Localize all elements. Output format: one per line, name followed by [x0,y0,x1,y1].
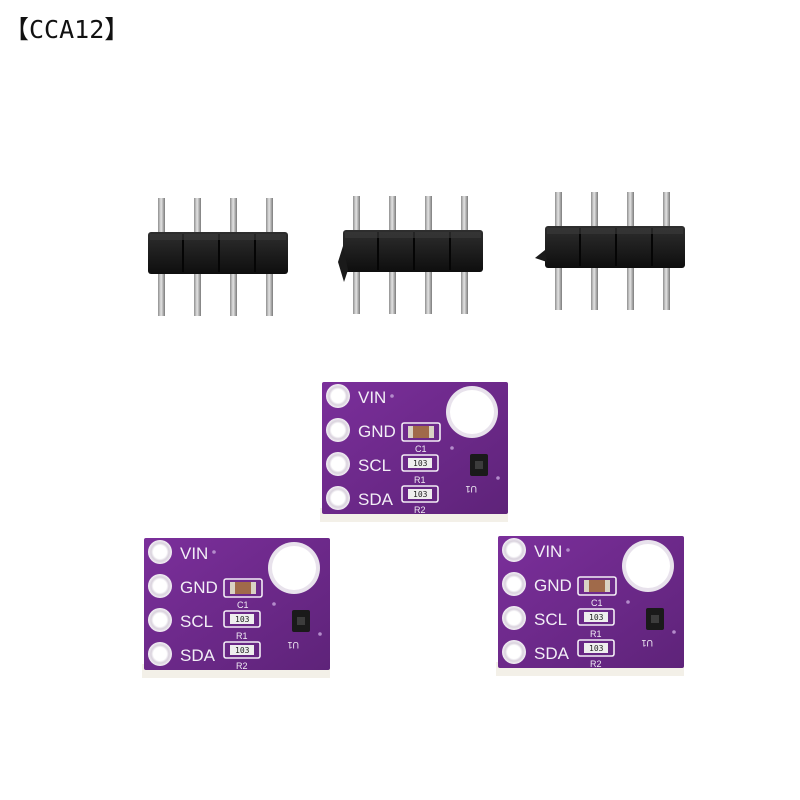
r2-label: R2 [590,659,602,669]
cap-outline [577,576,617,596]
pin-label-scl: SCL [534,610,567,629]
via [450,446,454,450]
r2-code: 103 [413,490,428,499]
mounting-hole [450,390,494,434]
pin-hole [508,612,520,624]
pin-header-middle [338,196,483,314]
cap-terminal [429,426,434,438]
r1-label: R1 [414,475,426,485]
via [496,476,500,480]
pin-label-sda: SDA [180,646,216,665]
r2-code: 103 [589,644,604,653]
cap-terminal [584,580,589,592]
capacitor [584,580,610,592]
cap-outline [401,422,441,442]
r1-outline [577,608,615,626]
pin-hole [154,614,166,626]
via [566,548,570,552]
r2-code: 103 [235,646,250,655]
pin-hole [154,648,166,660]
via [672,630,676,634]
ic-label: U1 [287,640,299,650]
r2-outline [577,639,615,657]
capacitor [408,426,434,438]
pin-hole [332,458,344,470]
sensor-window [475,461,483,469]
cap-label: C1 [415,444,427,454]
r1-label: R1 [236,631,248,641]
mounting-hole [626,544,670,588]
r2-label: R2 [414,505,426,515]
via [390,394,394,398]
resistor-r2 [584,643,608,653]
r1-outline [223,610,261,628]
cap-terminal [230,582,235,594]
cap-terminal [605,580,610,592]
r1-outline [401,454,439,472]
pin-hole [332,492,344,504]
pin-label-vin: VIN [358,388,386,407]
pin-label-vin: VIN [180,544,208,563]
pin-label-gnd: GND [180,578,218,597]
via [272,602,276,606]
via [626,600,630,604]
r2-outline [401,485,439,503]
pin-label-vin: VIN [534,542,562,561]
resistor-r1 [230,614,254,624]
r1-code: 103 [589,613,604,622]
pin-hole [154,546,166,558]
cap-terminal [251,582,256,594]
pin-header-left [148,198,288,316]
resistor-r1 [408,458,432,468]
pin-hole [332,424,344,436]
ic-label: U1 [465,484,477,494]
via [318,632,322,636]
pin-hole [508,544,520,556]
resistor-r1 [584,612,608,622]
via [212,550,216,554]
pin-label-scl: SCL [180,612,213,631]
ic-label: U1 [641,638,653,648]
pin-header-right [535,192,685,310]
pin-label-gnd: GND [534,576,572,595]
pin-hole [332,390,344,402]
pin-hole [508,646,520,658]
cap-label: C1 [237,600,249,610]
resistor-r2 [408,489,432,499]
r2-outline [223,641,261,659]
pin-label-sda: SDA [534,644,570,663]
pin-hole [508,578,520,590]
cap-label: C1 [591,598,603,608]
mounting-hole [272,546,316,590]
sensor-window [651,615,659,623]
r1-code: 103 [413,459,428,468]
pin-hole [154,580,166,592]
sensor-boards: VINGNDSCLSDAC1103R1103R2U1VINGNDSCLSDAC1… [142,382,684,678]
cap-terminal [408,426,413,438]
pin-label-scl: SCL [358,456,391,475]
sensor-window [297,617,305,625]
resistor-r2 [230,645,254,655]
r1-code: 103 [235,615,250,624]
r2-label: R2 [236,661,248,671]
capacitor [230,582,256,594]
pin-label-sda: SDA [358,490,394,509]
r1-label: R1 [590,629,602,639]
watermark-text: 【CCA12】 [4,15,130,44]
pin-label-gnd: GND [358,422,396,441]
cap-outline [223,578,263,598]
